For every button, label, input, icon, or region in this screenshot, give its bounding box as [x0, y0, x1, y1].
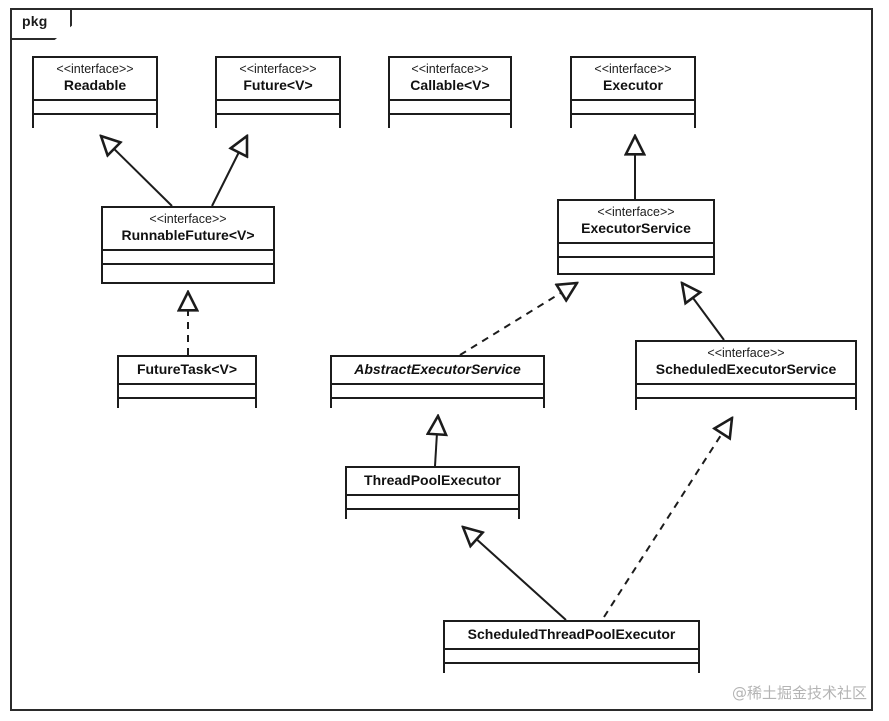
attributes-compartment: [637, 385, 855, 400]
stereotype-label: <<interface>>: [707, 346, 785, 360]
operations-compartment: [559, 258, 713, 273]
class-header: FutureTask<V>: [119, 357, 255, 386]
class-name: ExecutorService: [581, 220, 691, 237]
attributes-compartment: [347, 496, 518, 511]
operations-compartment: [119, 399, 255, 414]
class-header: AbstractExecutorService: [332, 357, 543, 386]
package-label: pkg: [22, 13, 48, 29]
attributes-compartment: [559, 244, 713, 259]
operations-compartment: [103, 265, 273, 280]
class-box-executorservice[interactable]: <<interface>> ExecutorService: [557, 199, 715, 275]
class-name: AbstractExecutorService: [354, 361, 521, 377]
class-header: <<interface>> Future<V>: [217, 58, 339, 102]
class-header: <<interface>> Executor: [572, 58, 694, 102]
attributes-compartment: [119, 385, 255, 400]
class-box-threadpoolexecutor[interactable]: ThreadPoolExecutor: [345, 466, 520, 525]
watermark: @稀土掘金技术社区: [731, 684, 867, 702]
class-name: FutureTask<V>: [136, 361, 238, 377]
operations-compartment: [347, 510, 518, 525]
stereotype-label: <<interface>>: [597, 205, 675, 219]
class-box-scheduledthreadpoolexecutor[interactable]: ScheduledThreadPoolExecutor: [443, 620, 700, 679]
class-header: <<interface>> ScheduledExecutorService: [637, 342, 855, 386]
class-name: Executor: [603, 77, 663, 94]
attributes-compartment: [390, 101, 510, 116]
class-header: <<interface>> Readable: [34, 58, 156, 102]
class-box-future[interactable]: <<interface>> Future<V>: [215, 56, 341, 130]
attributes-compartment: [103, 251, 273, 266]
class-header: <<interface>> Callable<V>: [390, 58, 510, 102]
class-name: ThreadPoolExecutor: [364, 472, 501, 488]
operations-compartment: [572, 115, 694, 130]
operations-compartment: [445, 664, 698, 679]
attributes-compartment: [445, 650, 698, 665]
operations-compartment: [332, 399, 543, 414]
class-box-executor[interactable]: <<interface>> Executor: [570, 56, 696, 130]
attributes-compartment: [572, 101, 694, 116]
class-name: Callable<V>: [410, 77, 490, 94]
attributes-compartment: [34, 101, 156, 116]
class-name: ScheduledExecutorService: [655, 361, 837, 378]
class-box-readable[interactable]: <<interface>> Readable: [32, 56, 158, 130]
stereotype-label: <<interface>>: [411, 62, 489, 76]
stereotype-label: <<interface>>: [56, 62, 134, 76]
operations-compartment: [637, 399, 855, 414]
package-frame: [10, 8, 873, 711]
class-name: Future<V>: [243, 77, 313, 94]
stereotype-label: <<interface>>: [239, 62, 317, 76]
class-header: <<interface>> RunnableFuture<V>: [103, 208, 273, 252]
class-header: ScheduledThreadPoolExecutor: [445, 622, 698, 651]
class-box-callable[interactable]: <<interface>> Callable<V>: [388, 56, 512, 130]
class-box-scheduledexecutorservice[interactable]: <<interface>> ScheduledExecutorService: [635, 340, 857, 414]
stereotype-label: <<interface>>: [594, 62, 672, 76]
class-box-futuretask[interactable]: FutureTask<V>: [117, 355, 257, 414]
attributes-compartment: [217, 101, 339, 116]
stereotype-label: <<interface>>: [149, 212, 227, 226]
operations-compartment: [217, 115, 339, 130]
class-box-abstractexecutorservice[interactable]: AbstractExecutorService: [330, 355, 545, 414]
class-box-runnablefuture[interactable]: <<interface>> RunnableFuture<V>: [101, 206, 275, 284]
class-name: RunnableFuture<V>: [121, 227, 255, 244]
class-header: <<interface>> ExecutorService: [559, 201, 713, 245]
operations-compartment: [34, 115, 156, 130]
class-name: Readable: [63, 77, 127, 94]
attributes-compartment: [332, 385, 543, 400]
class-name: ScheduledThreadPoolExecutor: [467, 626, 676, 642]
class-header: ThreadPoolExecutor: [347, 468, 518, 497]
operations-compartment: [390, 115, 510, 130]
